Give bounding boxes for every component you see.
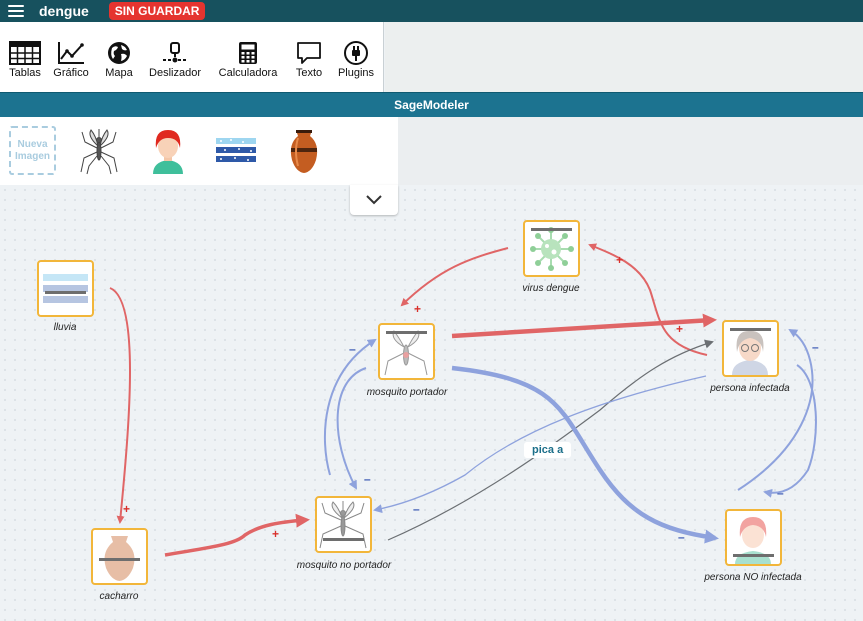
- hamburger-menu-icon[interactable]: [8, 5, 24, 17]
- workspace-empty-area: [385, 22, 863, 92]
- link-sign-minus: –: [364, 472, 371, 486]
- unsaved-badge: SIN GUARDAR: [108, 2, 206, 20]
- node-value-bar: [99, 558, 140, 561]
- rain-image: [216, 138, 256, 162]
- node-mosquito-portador[interactable]: [378, 323, 435, 380]
- link-sign-plus: +: [123, 502, 131, 516]
- virus-image: [530, 227, 574, 271]
- sagemodeler-title-bar: SageModeler: [0, 92, 863, 117]
- node-virus-dengue[interactable]: [523, 220, 580, 277]
- node-mosquito-no-portador[interactable]: [315, 496, 372, 553]
- node-persona-infectada[interactable]: [722, 320, 779, 377]
- tool-tablas[interactable]: Tablas: [6, 39, 44, 79]
- link-sign-plus: +: [616, 253, 624, 267]
- link-sign-minus: –: [812, 340, 819, 354]
- mosquito-image: [80, 129, 118, 175]
- palette-mosquito[interactable]: [79, 126, 119, 176]
- palette-rain[interactable]: [215, 126, 257, 176]
- link-sign-minus: –: [349, 342, 356, 356]
- node-value-bar: [733, 554, 774, 557]
- node-value-bar: [730, 328, 771, 331]
- toolbar: Tablas Gráfico Mapa Deslizador Calculado…: [0, 22, 384, 92]
- link-sign-minus: –: [413, 502, 420, 516]
- palette-person[interactable]: [148, 126, 188, 176]
- table-icon: [9, 41, 41, 65]
- node-value-bar: [531, 228, 572, 231]
- node-label: mosquito portador: [366, 387, 448, 398]
- plug-icon: [344, 41, 368, 65]
- chevron-down-icon: [366, 195, 382, 205]
- slider-icon: [163, 42, 187, 63]
- speech-bubble-icon: [297, 42, 321, 64]
- link-sign-plus: +: [414, 302, 422, 316]
- document-title[interactable]: dengue: [39, 3, 89, 19]
- chart-icon: [58, 42, 84, 64]
- collapse-palette-button[interactable]: [350, 185, 398, 215]
- node-persona-no-infectada[interactable]: [725, 509, 782, 566]
- node-label: persona NO infectada: [704, 572, 802, 583]
- person-infected-image: [732, 330, 768, 375]
- node-label: cacharro: [99, 591, 139, 602]
- node-cacharro[interactable]: [91, 528, 148, 585]
- palette-gray-area: [398, 117, 863, 185]
- person-red-hair-image: [153, 130, 183, 174]
- link-sign-plus: +: [676, 322, 684, 336]
- node-label: virus dengue: [522, 283, 580, 294]
- node-value-bar: [323, 538, 364, 541]
- mosquito-image: [319, 501, 367, 549]
- palette-vase[interactable]: [284, 126, 324, 176]
- vase-image: [104, 536, 135, 581]
- node-label: mosquito no portador: [296, 560, 392, 571]
- tool-label: Calculadora: [218, 67, 278, 79]
- link-sign-minus: –: [678, 530, 685, 544]
- image-palette: [0, 117, 398, 185]
- link-sign-plus: +: [272, 527, 280, 541]
- node-label: lluvia: [53, 322, 77, 333]
- tool-label: Deslizador: [149, 67, 201, 79]
- top-bar: dengue SIN GUARDAR: [0, 0, 863, 22]
- tool-label: Gráfico: [53, 67, 89, 79]
- globe-icon: [108, 42, 130, 64]
- node-lluvia[interactable]: [37, 260, 94, 317]
- vase-image: [290, 130, 318, 173]
- tool-plugins[interactable]: Plugins: [335, 39, 377, 79]
- tool-mapa[interactable]: Mapa: [102, 39, 136, 79]
- tool-deslizador[interactable]: Deslizador: [145, 39, 205, 79]
- node-value-bar: [386, 331, 427, 334]
- calculator-icon: [239, 42, 257, 64]
- new-image-button[interactable]: Nueva Imagen: [9, 126, 56, 175]
- tool-label: Texto: [295, 67, 323, 79]
- link-label-pica-a[interactable]: pica a: [524, 442, 572, 458]
- tool-texto[interactable]: Texto: [292, 39, 326, 79]
- link-sign-minus: –: [777, 486, 784, 500]
- rain-image: [43, 274, 88, 303]
- tool-label: Plugins: [337, 67, 375, 79]
- node-value-bar: [45, 291, 86, 294]
- tool-label: Tablas: [9, 67, 41, 79]
- node-label: persona infectada: [710, 383, 790, 394]
- tool-grafico[interactable]: Gráfico: [50, 39, 92, 79]
- tool-calculadora[interactable]: Calculadora: [215, 39, 281, 79]
- tool-label: Mapa: [105, 67, 133, 79]
